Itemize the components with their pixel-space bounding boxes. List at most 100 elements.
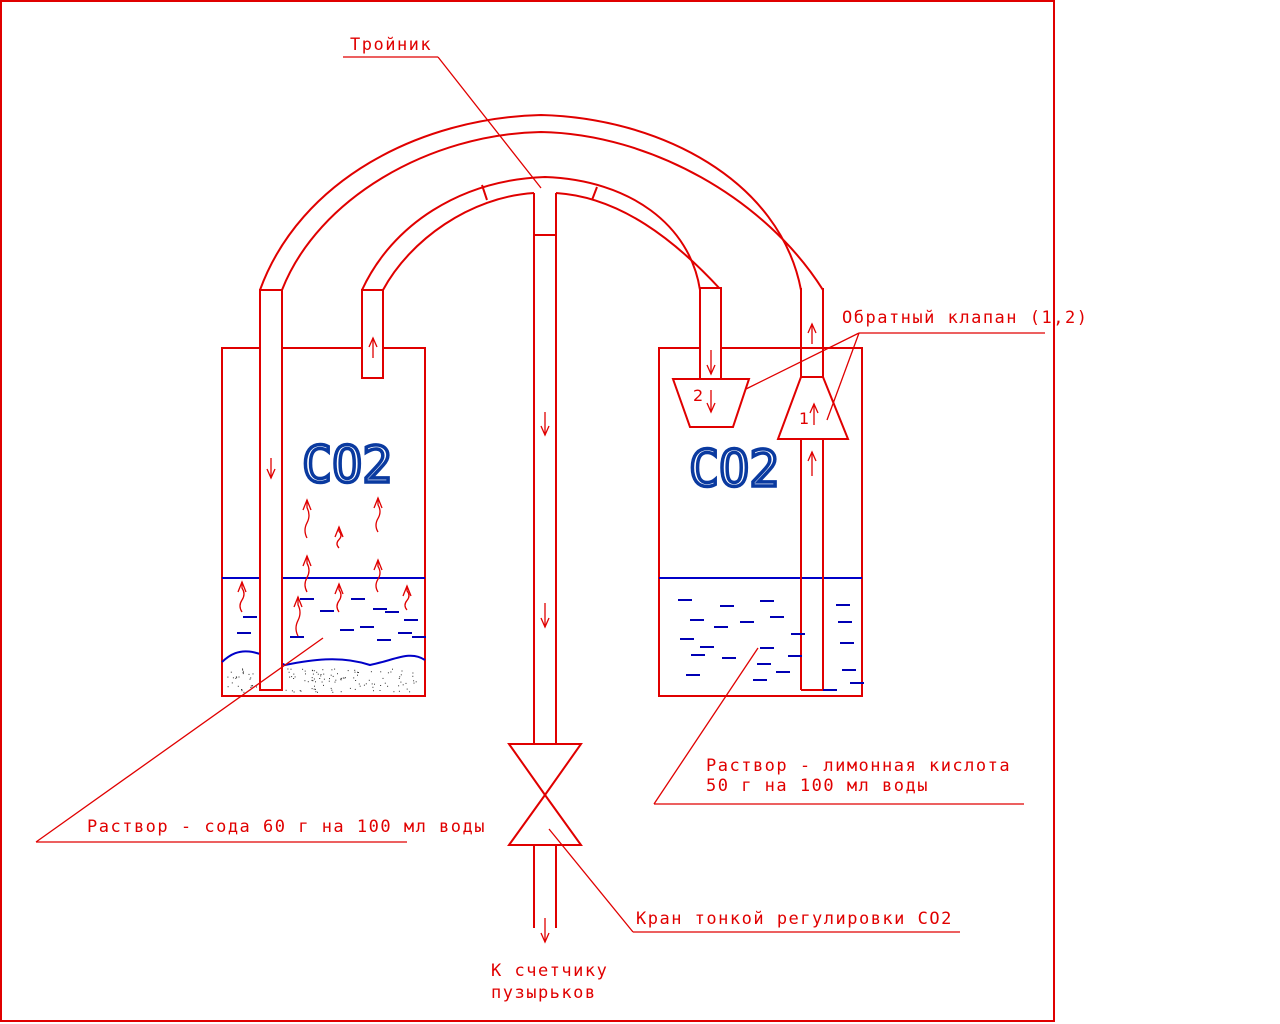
sand-dot <box>357 671 358 673</box>
sand-dot <box>328 680 330 682</box>
sand-dot <box>313 678 315 680</box>
sand-dot <box>300 690 302 692</box>
flow-arrows <box>266 322 819 944</box>
sand-dot <box>311 679 313 681</box>
sand-dot <box>227 676 229 678</box>
sand-dot <box>331 689 333 691</box>
sand-dot <box>354 688 356 690</box>
sand-dot <box>349 687 351 689</box>
sand-dot <box>304 680 306 682</box>
outlet-label-line2: пузырьков <box>491 983 597 1003</box>
arrow-up-right-tube-head <box>807 450 817 462</box>
left-co2-label: CO2 <box>302 436 392 494</box>
sand-dot <box>230 671 232 673</box>
co2-bubbles <box>237 496 412 637</box>
sand-dot <box>302 668 304 670</box>
sand-dot <box>398 690 400 692</box>
sand-dot <box>251 685 253 686</box>
sand-dot <box>242 669 244 671</box>
sand-dot <box>365 683 367 685</box>
sand-dot <box>313 688 315 690</box>
sand-dot <box>242 673 244 675</box>
bubble-squiggle <box>304 556 310 593</box>
sand-dot <box>354 669 356 671</box>
tee-and-downpipe <box>533 193 557 745</box>
sand-dot <box>287 668 289 670</box>
water-dashes <box>237 598 864 691</box>
bubble-squiggle <box>375 498 381 533</box>
sand-dot <box>340 691 342 693</box>
sand-dot <box>400 681 402 683</box>
sand-dot <box>413 682 415 684</box>
sand-dot <box>289 676 291 678</box>
arrow-up-right-outer-head <box>807 322 817 334</box>
sand-dot <box>290 668 292 670</box>
sand-dot <box>285 689 287 691</box>
sand-dot <box>311 677 313 679</box>
check-valve-1-number: 1 <box>799 409 809 428</box>
sand-dot <box>398 685 400 687</box>
bubble-arrowhead <box>302 498 312 511</box>
right-co2-label: CO2 <box>689 440 779 498</box>
sand-dot <box>334 668 336 670</box>
sand-dot <box>250 687 252 688</box>
sand-dot <box>293 678 295 679</box>
sand-dot <box>256 686 257 688</box>
sand-dot <box>312 673 314 675</box>
sand-dot <box>329 678 330 680</box>
sand-dot <box>340 679 342 681</box>
sand-dot <box>393 691 395 693</box>
sand-dot <box>317 691 318 693</box>
sand-dot <box>335 679 337 681</box>
sand-dot <box>340 677 342 679</box>
bubble-squiggle <box>336 584 342 613</box>
sand-dot <box>415 681 417 683</box>
bubble-arrowhead <box>237 580 247 593</box>
sand-dot <box>359 685 361 687</box>
bubble-squiggle <box>295 597 301 637</box>
sand-dot <box>293 691 295 693</box>
sand-dot <box>304 670 306 672</box>
sand-dot <box>343 677 345 679</box>
sand-dot <box>316 671 318 673</box>
sand-dot <box>400 674 402 676</box>
outer-arc-tube <box>259 113 824 291</box>
sand-dot <box>231 682 233 684</box>
sand-dot <box>241 690 243 692</box>
bubble-arrowhead <box>293 595 303 608</box>
needle-valve-symbol[interactable] <box>507 743 583 846</box>
sand-dot <box>399 676 401 678</box>
sand-dot <box>382 677 384 679</box>
sand-dot <box>311 688 313 690</box>
arrow-down-outlet-head <box>540 932 550 944</box>
sand-dot <box>238 676 240 678</box>
needle-valve-label: Кран тонкой регулировки CO2 <box>636 909 953 929</box>
sand-dot <box>321 681 323 683</box>
check-valve-1[interactable] <box>776 376 850 690</box>
bubble-arrowhead <box>373 496 383 509</box>
sand-dot <box>373 690 374 692</box>
drawing-frame <box>0 0 1055 1022</box>
sand-dot <box>392 668 393 670</box>
arrow-down-left-tube-head <box>266 468 276 480</box>
sand-dot <box>291 690 293 692</box>
sand-dot <box>402 684 404 686</box>
soda-sediment <box>227 668 417 693</box>
sand-dot <box>358 683 360 685</box>
sand-dot <box>330 674 332 676</box>
sand-dot <box>374 683 375 685</box>
bubble-arrowhead <box>334 582 344 595</box>
sand-dot <box>237 685 239 687</box>
sand-dot <box>347 670 349 672</box>
sand-dot <box>368 679 370 681</box>
sand-dot <box>250 677 252 679</box>
left-solution-callout: Раствор - сода 60 г на 100 мл воды <box>35 637 485 843</box>
sand-dot <box>330 687 332 689</box>
sand-dot <box>340 678 342 680</box>
check-valve-callout: Обратный клапан (1,2) <box>745 308 1087 421</box>
sand-dot <box>401 670 403 672</box>
sand-dot <box>252 673 254 675</box>
sand-dot <box>379 690 381 691</box>
sand-dot <box>357 674 358 676</box>
